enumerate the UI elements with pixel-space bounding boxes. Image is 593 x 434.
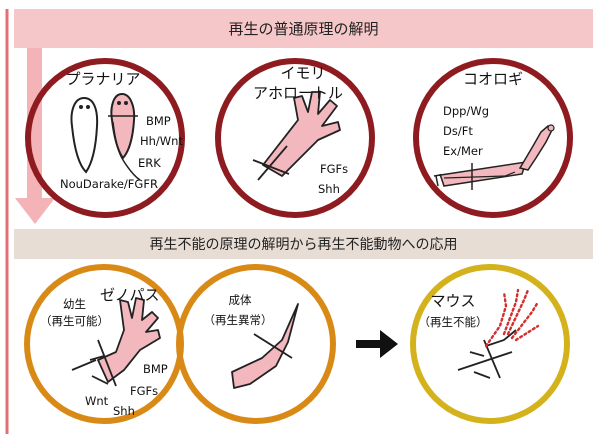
middle-banner: 再生不能の原理の解明から再生不能動物への応用 — [14, 229, 593, 259]
adult-circle — [176, 264, 336, 424]
xenopus-limb-illustration — [71, 297, 161, 387]
mouse-circle — [410, 264, 570, 424]
newt-title-line2: アホロートル — [252, 84, 344, 102]
planaria-factor-noudarake: NouDarake/FGFR — [60, 177, 158, 191]
xenopus-factor-fgfs: FGFs — [130, 384, 159, 398]
newt-factor-shh: Shh — [318, 182, 340, 196]
mouse-limb-illustration — [457, 288, 540, 379]
xenopus-title: ゼノパス — [100, 286, 160, 304]
top-banner: 再生の普通原理の解明 — [14, 9, 593, 48]
adult-status: （再生異常） — [203, 313, 273, 327]
cricket-circle — [413, 58, 573, 218]
planaria-illustration — [70, 92, 141, 181]
planaria-factor-hh-wnt: Hh/Wnt — [140, 134, 183, 148]
mouse-status: （再生不能） — [418, 315, 488, 329]
planaria-circle — [25, 58, 185, 218]
newt-title-line1: イモリ — [280, 64, 326, 82]
cricket-factor-dpp-wg: Dpp/Wg — [443, 104, 489, 118]
xenopus-stage-label: 幼生 — [63, 297, 86, 311]
planaria-title: プラナリア — [65, 70, 141, 88]
xenopus-factor-wnt: Wnt — [85, 394, 109, 408]
cricket-leg-illustration — [433, 124, 555, 190]
cricket-title: コオロギ — [462, 70, 524, 88]
newt-limb-illustration — [252, 91, 341, 181]
cricket-factor-ds-ft: Ds/Ft — [443, 124, 473, 138]
planaria-factor-bmp: BMP — [146, 114, 171, 128]
black-arrow — [356, 330, 398, 358]
planaria-factor-erk: ERK — [138, 156, 161, 170]
adult-stage-label: 成体 — [228, 293, 252, 307]
newt-factor-fgfs: FGFs — [320, 162, 349, 176]
xenopus-status: （再生可能） — [40, 314, 109, 328]
mouse-title: マウス — [430, 292, 476, 310]
cricket-factor-ex-mer: Ex/Mer — [443, 144, 483, 158]
adult-limb-illustration — [231, 303, 299, 389]
newt-circle — [215, 58, 375, 218]
down-arrow — [15, 42, 55, 224]
xenopus-factor-bmp: BMP — [143, 362, 168, 376]
xenopus-factor-shh: Shh — [113, 404, 135, 418]
